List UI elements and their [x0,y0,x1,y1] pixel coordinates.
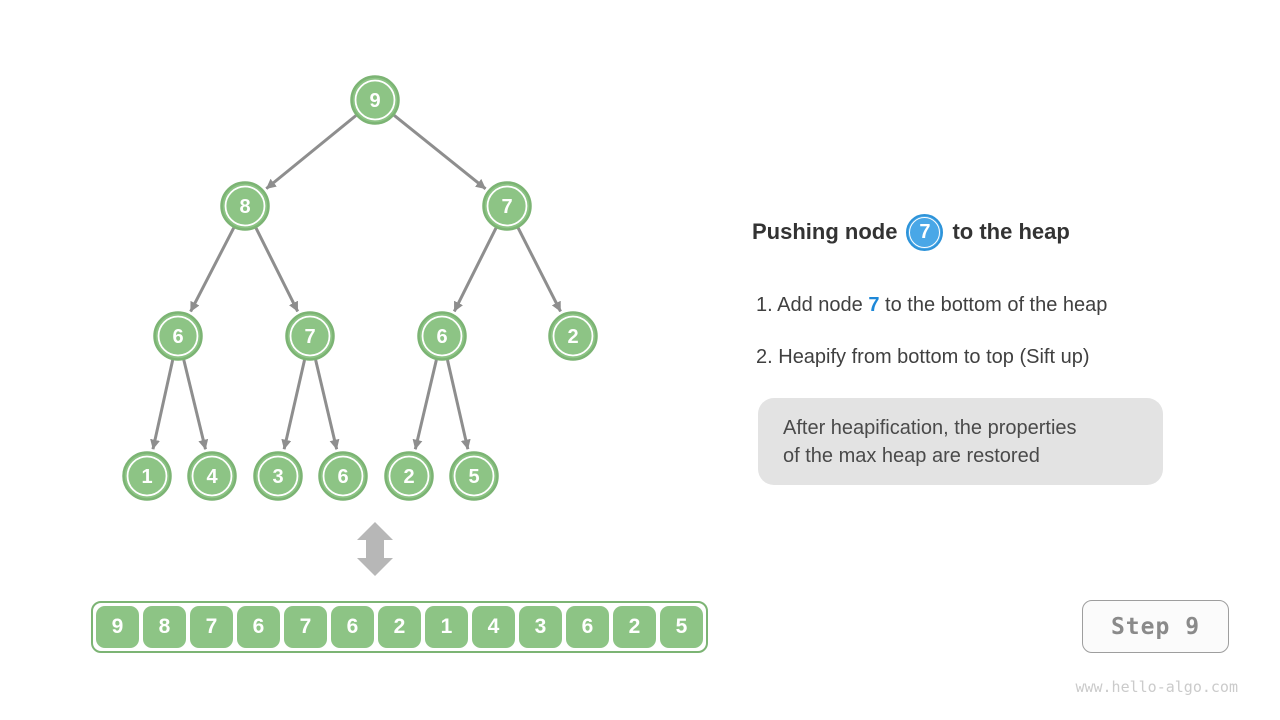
step-indicator: Step 9 [1082,600,1229,653]
tree-node: 2 [548,311,598,361]
tree-edge [412,359,438,450]
tree-edge [452,227,498,313]
tree-node: 5 [449,451,499,501]
step-1-highlight: 7 [868,294,880,316]
site-watermark: www.hello-algo.com [1075,678,1238,696]
tree-nodes: 9 8 7 6 7 6 2 1 4 3 6 2 5 [122,75,598,501]
step-indicator-label: Step 9 [1110,613,1201,640]
tree-edge [445,359,471,450]
tree-node: 4 [187,451,237,501]
tree-node-value: 9 [369,90,380,112]
note-box: After heapification, the properties of t… [758,398,1163,485]
up-down-arrow-icon [357,522,393,576]
tree-node-value: 7 [304,326,315,348]
tree-node: 6 [153,311,203,361]
tree-node-value: 2 [567,326,578,348]
heap-tree-svg: 9 8 7 6 7 6 2 1 4 3 6 2 5 [122,75,598,576]
array-cell: 2 [378,606,421,648]
array-cell: 6 [566,606,609,648]
tree-node: 7 [285,311,335,361]
array-cell: 9 [96,606,139,648]
tree-node-value: 8 [239,196,250,218]
array-cell: 7 [190,606,233,648]
tree-edge [189,227,236,313]
tree-node-value: 4 [206,466,218,488]
tree-node: 1 [122,451,172,501]
tree-edge [393,114,487,190]
tree-edge [150,359,175,450]
tree-node: 6 [417,311,467,361]
tree-node: 2 [384,451,434,501]
tree-edges [150,114,562,450]
tree-edge [254,227,300,313]
tree-node-value: 1 [141,466,152,488]
array-cell: 7 [284,606,327,648]
array-cell: 5 [660,606,703,648]
step-item-2: 2. Heapify from bottom to top (Sift up) [756,344,1089,370]
array-cell: 8 [143,606,186,648]
array-cell: 4 [472,606,515,648]
tree-node-value: 5 [468,466,479,488]
tree-node-value: 6 [172,326,183,348]
array-cell: 3 [519,606,562,648]
tree-edge [281,359,307,450]
step-2-number: 2. [756,346,773,368]
tree-node: 3 [253,451,303,501]
tree-node: 9 [350,75,400,125]
step-1-post: to the bottom of the heap [879,294,1108,316]
array-cell: 6 [331,606,374,648]
tree-node-value: 6 [337,466,348,488]
tree-node-value: 6 [436,326,447,348]
note-text: After heapification, the properties of t… [783,416,1077,467]
tree-edge [314,359,340,450]
tree-node: 8 [220,181,270,231]
tree-node-value: 2 [403,466,414,488]
tree-edge [516,227,562,313]
tree-node: 6 [318,451,368,501]
panel-title-post: to the heap [952,219,1070,244]
tree-edge [265,114,357,190]
step-1-pre: Add node [772,294,869,316]
tree-edge [182,359,209,450]
panel-title-pre: Pushing node [752,219,898,244]
array-cell: 2 [613,606,656,648]
tree-node-value: 7 [501,196,512,218]
tree-node-value: 3 [272,466,283,488]
node-badge: 7 [906,213,944,251]
step-2-pre: Heapify from bottom to top (Sift up) [772,346,1090,368]
array-cell: 6 [237,606,280,648]
tree-node: 7 [482,181,532,231]
step-item-1: 1. Add node 7 to the bottom of the heap [756,292,1107,318]
step-1-number: 1. [756,294,773,316]
node-badge-value: 7 [919,220,931,243]
panel-title: Pushing node 7 to the heap [752,213,1070,251]
array-cell: 1 [425,606,468,648]
